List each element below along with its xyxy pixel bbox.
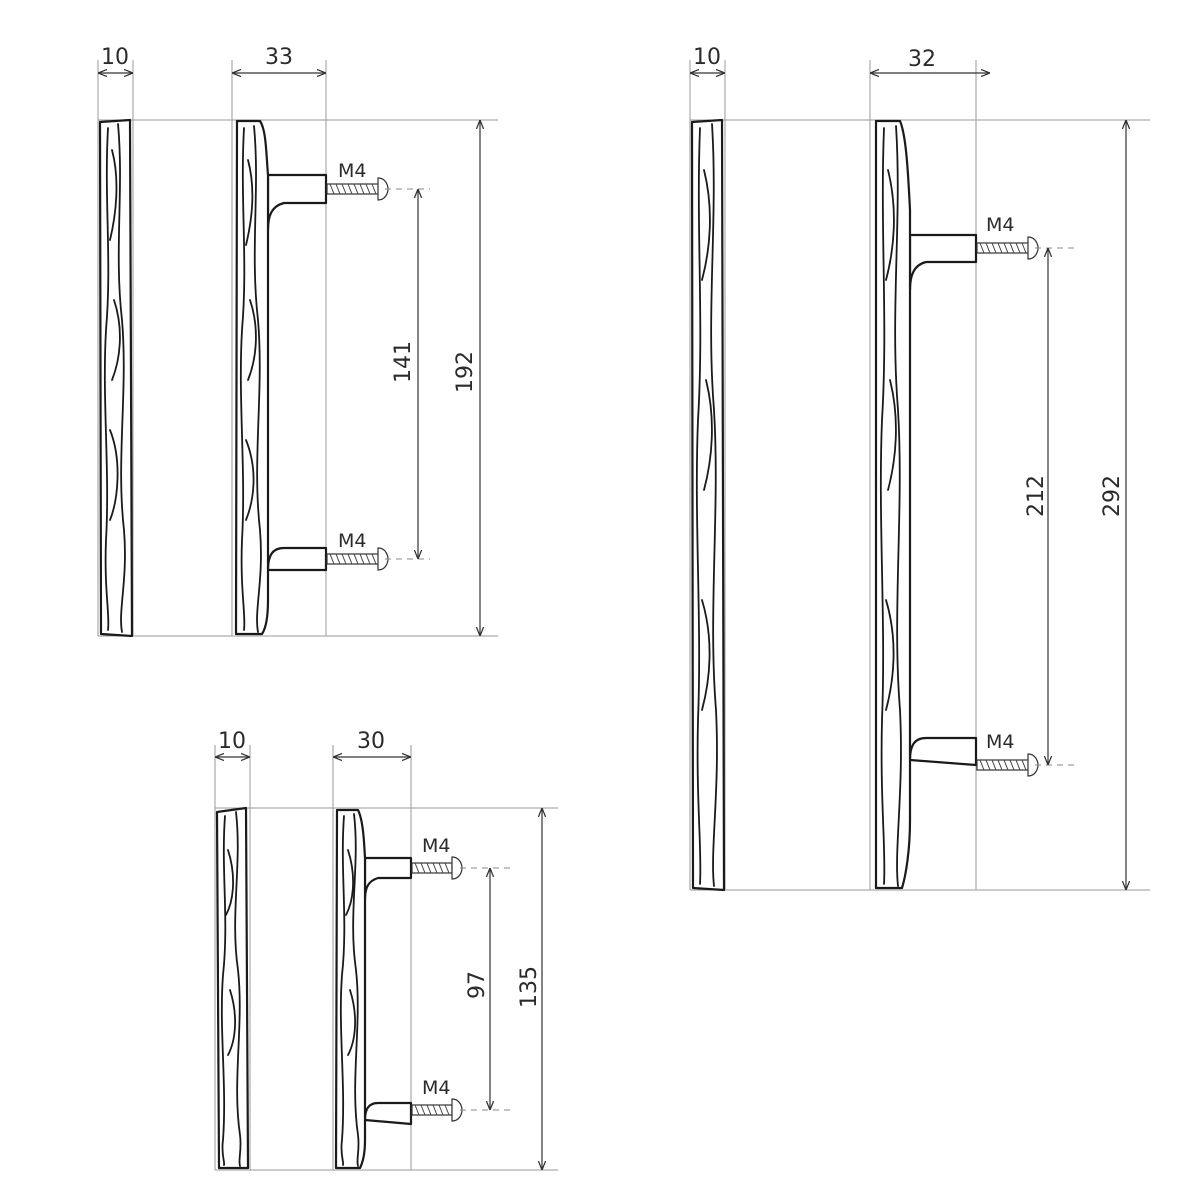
thread-bottom-label: M4: [986, 731, 1014, 753]
projection-label: 33: [265, 45, 293, 70]
side-view-bar: [98, 118, 134, 638]
thread-top-label: M4: [422, 835, 450, 857]
overall-length-label: 192: [453, 351, 478, 393]
side-thickness-label: 10: [101, 45, 129, 70]
thread-top-label: M4: [338, 160, 366, 182]
screw-bottom: [326, 547, 389, 571]
hole-spacing-label: 97: [465, 971, 490, 999]
hole-spacing-label: 212: [1024, 475, 1049, 517]
overall-length-label: 292: [1100, 475, 1125, 517]
screw-top: [976, 236, 1039, 260]
hole-spacing-label: 141: [391, 341, 416, 383]
overall-length-label: 135: [517, 966, 542, 1008]
screw-bottom: [411, 1098, 463, 1122]
side-view-bar: [690, 118, 726, 892]
handle-large: 10 32 212 292 M4 M4: [689, 45, 1150, 892]
front-view-bar: [234, 119, 328, 636]
handle-mini: 10 30 97 135 M4 M4: [214, 729, 558, 1171]
side-thickness-label: 10: [693, 45, 721, 70]
extension-lines: [214, 745, 558, 1171]
projection-label: 32: [908, 47, 936, 72]
thread-top-label: M4: [986, 214, 1014, 236]
thread-bottom-label: M4: [422, 1077, 450, 1099]
extension-lines: [689, 60, 1150, 891]
side-view-bar: [215, 806, 250, 1170]
screw-bottom: [976, 753, 1039, 777]
screw-top: [411, 856, 463, 880]
extension-lines: [97, 60, 498, 637]
thread-bottom-label: M4: [338, 530, 366, 552]
front-view-bar: [334, 808, 413, 1170]
front-view-bar: [874, 119, 978, 890]
side-thickness-label: 10: [218, 729, 246, 754]
projection-label: 30: [357, 729, 385, 754]
handle-small: 10 33 141 192 M4 M4: [97, 45, 498, 638]
